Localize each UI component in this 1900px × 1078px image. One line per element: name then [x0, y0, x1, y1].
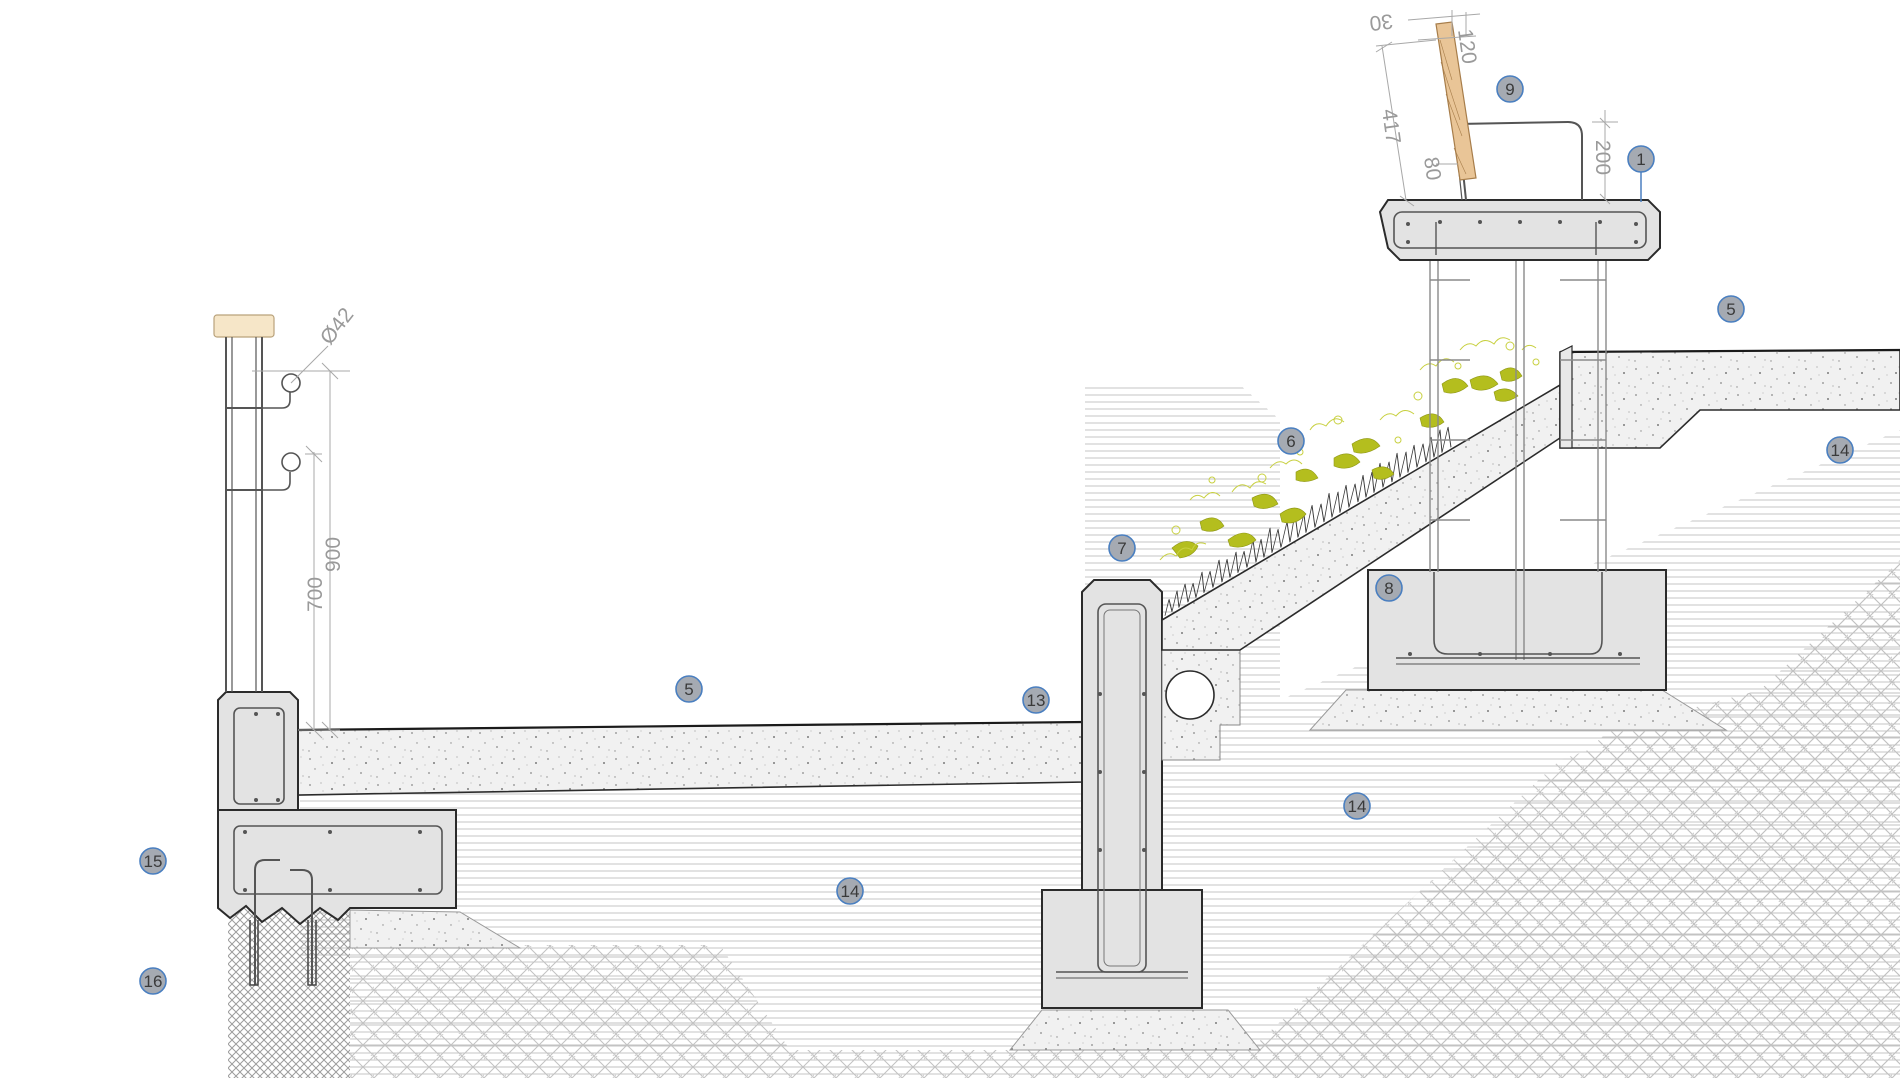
svg-text:8: 8 [1384, 579, 1393, 598]
middle-retaining-wall [1008, 579, 1262, 1051]
marker-16: 16 [139, 967, 167, 995]
dim-upper-rail-height: 900 [322, 537, 345, 572]
drainage [1161, 649, 1241, 761]
marker-13: 13 [1022, 686, 1050, 714]
dim-handrail-diameter: Ø42 [316, 304, 359, 349]
drain-pipe [1165, 670, 1215, 720]
svg-text:7: 7 [1117, 539, 1126, 558]
dim-bench-30: 30 [1368, 9, 1394, 35]
bench-backrest-timber [1435, 21, 1477, 181]
gravel-wedge-left [349, 909, 522, 949]
slope-soil-layer [1161, 383, 1561, 651]
left-wall-footing [217, 809, 457, 926]
dim-bench-417: 417 [1377, 107, 1405, 145]
svg-text:14: 14 [1348, 797, 1367, 816]
svg-text:9: 9 [1505, 80, 1514, 99]
dim-lower-rail-height: 700 [304, 577, 327, 612]
svg-text:13: 13 [1027, 691, 1046, 710]
bench-seat-block [1378, 199, 1661, 261]
dim-bench-120: 120 [1453, 27, 1481, 65]
dim-bench-200: 200 [1591, 140, 1614, 175]
mid-wall-stem [1081, 579, 1163, 891]
callout-markers: 1 5 5 6 7 8 9 13 [139, 75, 1854, 995]
mid-wall-footing [1041, 889, 1203, 1009]
svg-text:5: 5 [1726, 300, 1735, 319]
marker-8: 8 [1375, 574, 1403, 602]
svg-text:6: 6 [1286, 432, 1295, 451]
bench [1378, 21, 1661, 261]
marker-5-lower: 5 [675, 675, 703, 703]
bench-gravel-bed [1308, 689, 1728, 731]
lower-paving-slab [297, 721, 1086, 796]
bench-footing [1367, 569, 1667, 691]
handrail [213, 314, 301, 692]
bench-dimensions [1375, 10, 1618, 207]
bench-foundation [1308, 255, 1728, 731]
marker-6: 6 [1277, 427, 1305, 455]
marker-9: 9 [1496, 75, 1524, 103]
upper-pavement [1559, 345, 1900, 449]
bench-backrest-frame [1456, 120, 1583, 201]
upper-slab-edge [1559, 345, 1573, 449]
marker-14-middle: 14 [1343, 792, 1371, 820]
svg-text:5: 5 [684, 680, 693, 699]
marker-15: 15 [139, 847, 167, 875]
handrail-dimensions [252, 345, 350, 739]
left-retaining-wall [217, 691, 457, 986]
marker-14-left: 14 [836, 877, 864, 905]
planted-slope [1159, 337, 1561, 651]
left-wall-stem [217, 691, 299, 811]
marker-7: 7 [1108, 534, 1136, 562]
natural-ground-upper [1250, 560, 1900, 1078]
marker-5-upper: 5 [1717, 295, 1745, 323]
svg-text:14: 14 [841, 882, 860, 901]
lower-handrail-tube [281, 452, 301, 472]
handrail-cap [213, 314, 275, 338]
dim-bench-80: 80 [1419, 155, 1445, 181]
svg-text:16: 16 [144, 972, 163, 991]
mid-wall-gravel-bed [1008, 1009, 1262, 1051]
grass [1164, 426, 1452, 616]
marker-14-right: 14 [1826, 436, 1854, 464]
marker-1: 1 [1627, 145, 1655, 173]
svg-text:15: 15 [144, 852, 163, 871]
upper-paving-slab [1559, 349, 1900, 449]
foundation-soil [228, 905, 350, 1078]
svg-text:14: 14 [1831, 441, 1850, 460]
svg-text:1: 1 [1636, 150, 1645, 169]
lower-pavement [297, 720, 1086, 949]
